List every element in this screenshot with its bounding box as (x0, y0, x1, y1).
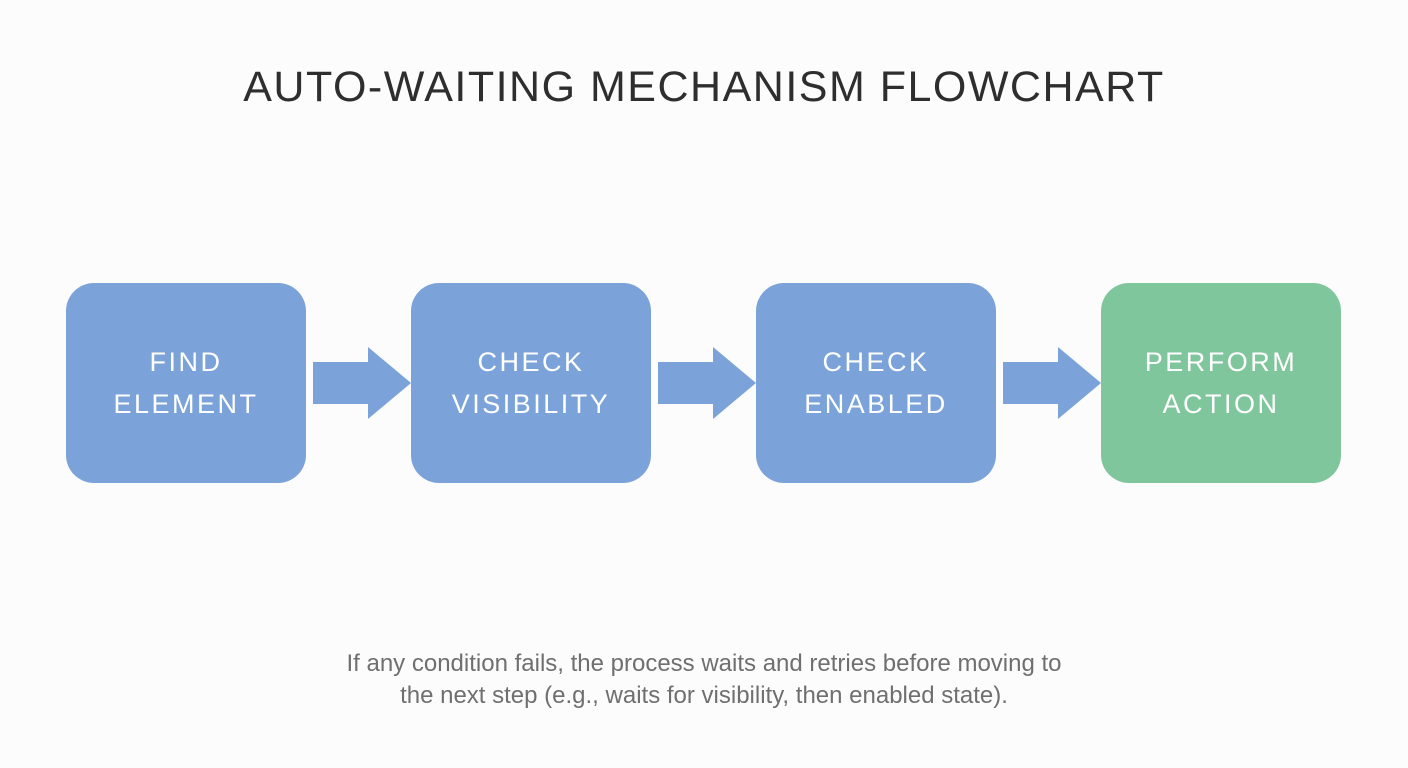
arrow-right-icon (651, 283, 756, 483)
arrow-tail (658, 362, 713, 404)
step-label-line: CHECK (822, 347, 930, 377)
step-label-line: ELEMENT (113, 389, 259, 419)
arrow-head (368, 347, 411, 419)
step-check-enabled: CHECK ENABLED (756, 283, 996, 483)
arrow-right-icon (996, 283, 1101, 483)
arrow-head (1058, 347, 1101, 419)
flowchart: FIND ELEMENT CHECK VISIBILITY CHECK ENAB… (66, 283, 1341, 483)
step-label-line: FIND (149, 347, 223, 377)
arrow-right-icon (306, 283, 411, 483)
arrow-tail (313, 362, 368, 404)
step-label-line: PERFORM (1144, 347, 1298, 377)
caption: If any condition fails, the process wait… (0, 648, 1408, 712)
step-label-line: ENABLED (804, 389, 948, 419)
step-check-visibility: CHECK VISIBILITY (411, 283, 651, 483)
page-title: AUTO-WAITING MECHANISM FLOWCHART (243, 63, 1165, 111)
step-find-element: FIND ELEMENT (66, 283, 306, 483)
step-perform-action: PERFORM ACTION (1101, 283, 1341, 483)
caption-line: If any condition fails, the process wait… (346, 650, 1062, 677)
arrow-tail (1003, 362, 1058, 404)
step-label-line: CHECK (477, 347, 585, 377)
step-label-line: VISIBILITY (451, 389, 611, 419)
step-label-line: ACTION (1162, 389, 1280, 419)
caption-line: the next step (e.g., waits for visibilit… (400, 682, 1008, 709)
arrow-head (713, 347, 756, 419)
